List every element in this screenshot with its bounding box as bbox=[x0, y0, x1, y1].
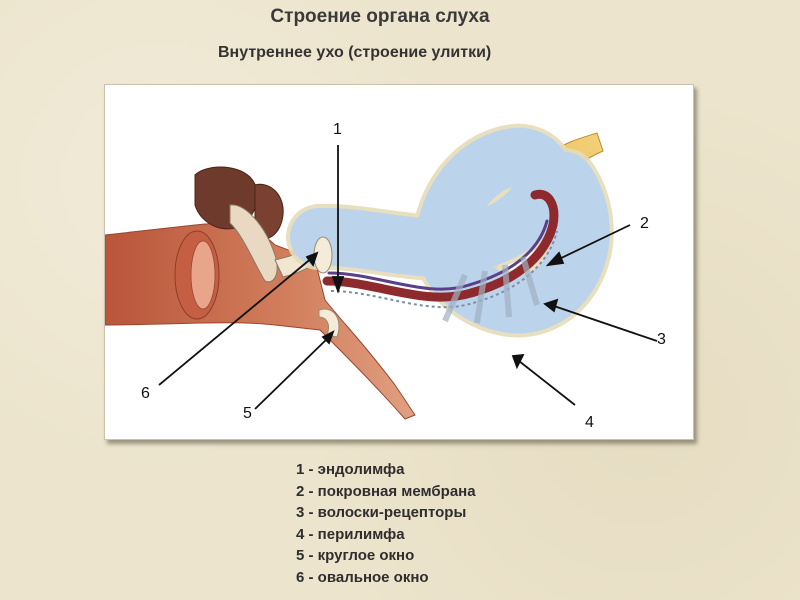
callout-label-2: 2 bbox=[640, 215, 649, 232]
legend-item-endolymph: 1 - эндолимфа bbox=[296, 461, 405, 478]
legend-item-oval-window: 6 - овальное окно bbox=[296, 568, 429, 586]
legend-item-perilymph: 4 - перилимфа bbox=[296, 525, 405, 543]
callout-label-4: 4 bbox=[585, 414, 594, 431]
callout-label-1: 1 bbox=[333, 121, 342, 138]
legend-item-round-window: 5 - круглое окно bbox=[296, 547, 415, 565]
slide-subtitle: Внутреннее ухо (строение улитки) bbox=[218, 44, 492, 61]
callout-label-5: 5 bbox=[243, 405, 252, 422]
legend-list: 1 - эндолимфа 2 - покровная мембрана 3 -… bbox=[296, 459, 476, 589]
callout-lines bbox=[158, 145, 658, 410]
legend-item-tectorial-membrane: 2 - покровная мембрана bbox=[296, 482, 476, 500]
legend-item-hair-receptors: 3 - волоски-рецепторы bbox=[296, 504, 467, 522]
callout-label-6: 6 bbox=[141, 385, 150, 402]
slide-title: Строение органа слуха bbox=[270, 6, 490, 27]
cochlea bbox=[286, 123, 614, 338]
callout-label-3: 3 bbox=[657, 331, 666, 348]
cochlea-figure bbox=[104, 84, 694, 440]
middle-ear-bones bbox=[105, 166, 416, 420]
cochlea-illustration bbox=[105, 123, 658, 420]
